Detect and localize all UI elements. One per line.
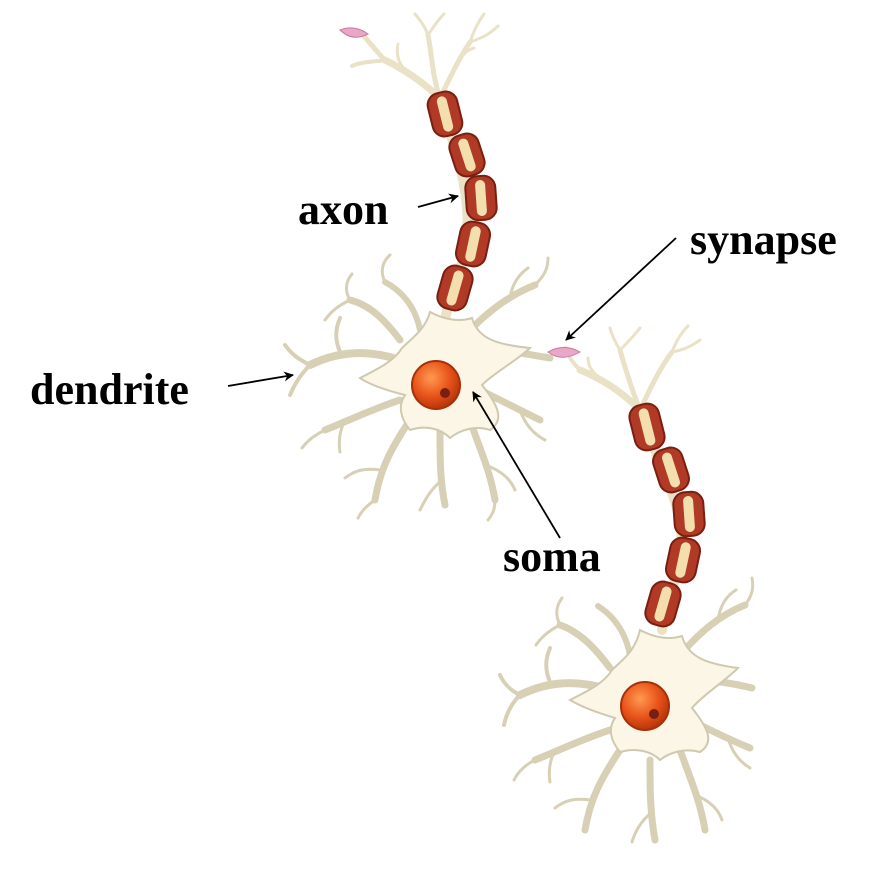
dendrite-label: dendrite <box>30 365 189 414</box>
soma-arrow <box>472 391 561 539</box>
synapse-label: synapse <box>690 215 837 264</box>
synaptic-terminal-1 <box>339 27 369 38</box>
axon-label: axon <box>298 185 389 234</box>
axon-arrow <box>417 193 459 208</box>
soma-label: soma <box>503 532 601 581</box>
axon-1 <box>426 90 498 325</box>
dendrites-1 <box>283 253 554 522</box>
nucleolus-2 <box>649 709 659 719</box>
neuron-1 <box>283 12 554 522</box>
pointer-arrows <box>227 193 677 539</box>
nucleus-2 <box>620 681 670 731</box>
dendrite-arrow <box>227 371 294 387</box>
synapse-arrow <box>565 237 677 341</box>
nucleolus-1 <box>440 388 450 398</box>
nucleus-1 <box>411 360 461 410</box>
axon-2 <box>628 402 706 635</box>
axon-terminal-1 <box>350 12 500 102</box>
neuron-2 <box>498 324 756 844</box>
synaptic-terminal-2 <box>547 347 581 358</box>
axon-terminal-2 <box>564 324 702 414</box>
